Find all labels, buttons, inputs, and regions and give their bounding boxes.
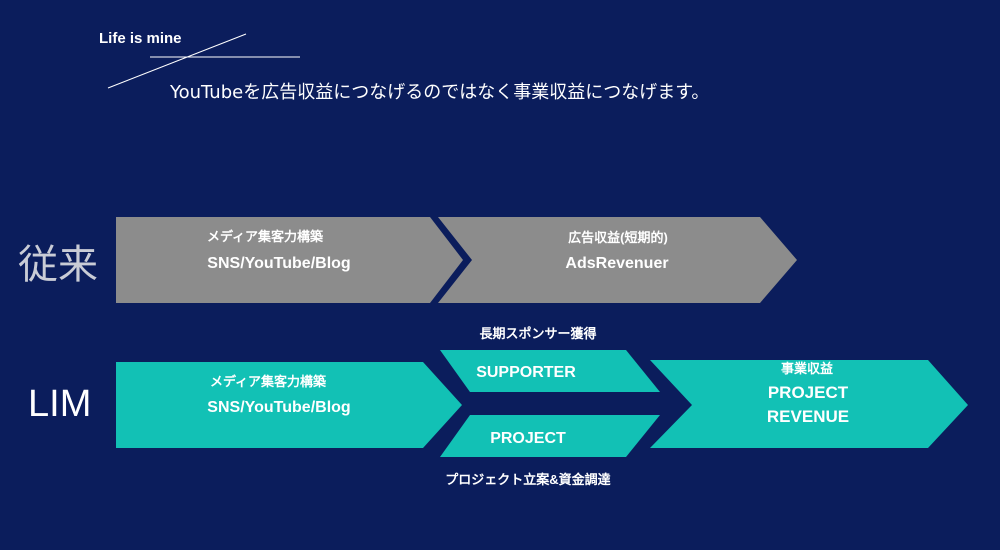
lim-revenue-caption: 事業収益 xyxy=(781,361,833,376)
lim-supporter-title: SUPPORTER xyxy=(476,364,576,381)
conventional-step1-title: SNS/YouTube/Blog xyxy=(207,255,350,272)
lim-project-caption: プロジェクト立案&資金調達 xyxy=(445,472,610,487)
lim-supporter-caption: 長期スポンサー獲得 xyxy=(479,326,596,341)
lim-step-media-arrow xyxy=(116,362,462,448)
conventional-step-ads-arrow xyxy=(438,217,797,303)
headline: YouTubeを広告収益につなげるのではなく事業収益につなげます。 xyxy=(170,82,710,103)
lim-project-title: PROJECT xyxy=(490,430,566,447)
row-label-lim: LIM xyxy=(28,383,92,425)
lim-step-supporter-arrow xyxy=(440,350,660,392)
lim-step-project-arrow xyxy=(440,415,660,457)
row-label-conventional: 従来 xyxy=(18,243,98,287)
brand-logo-text: Life is mine xyxy=(99,30,182,47)
lim-step1-caption: メディア集客力構築 xyxy=(210,374,327,389)
lim-revenue-title-line1: PROJECT xyxy=(768,383,849,402)
logo-strike-lines xyxy=(107,33,300,89)
lim-revenue-title-line2: REVENUE xyxy=(767,407,849,426)
lim-step1-title: SNS/YouTube/Blog xyxy=(207,399,350,416)
lim-step-revenue-arrow xyxy=(650,360,968,448)
conventional-step2-title: AdsRevenuer xyxy=(565,255,668,272)
conventional-step-media-arrow xyxy=(116,217,463,303)
conventional-step2-caption: 広告収益(短期的) xyxy=(568,230,668,245)
conventional-step1-caption: メディア集客力構築 xyxy=(207,229,324,244)
